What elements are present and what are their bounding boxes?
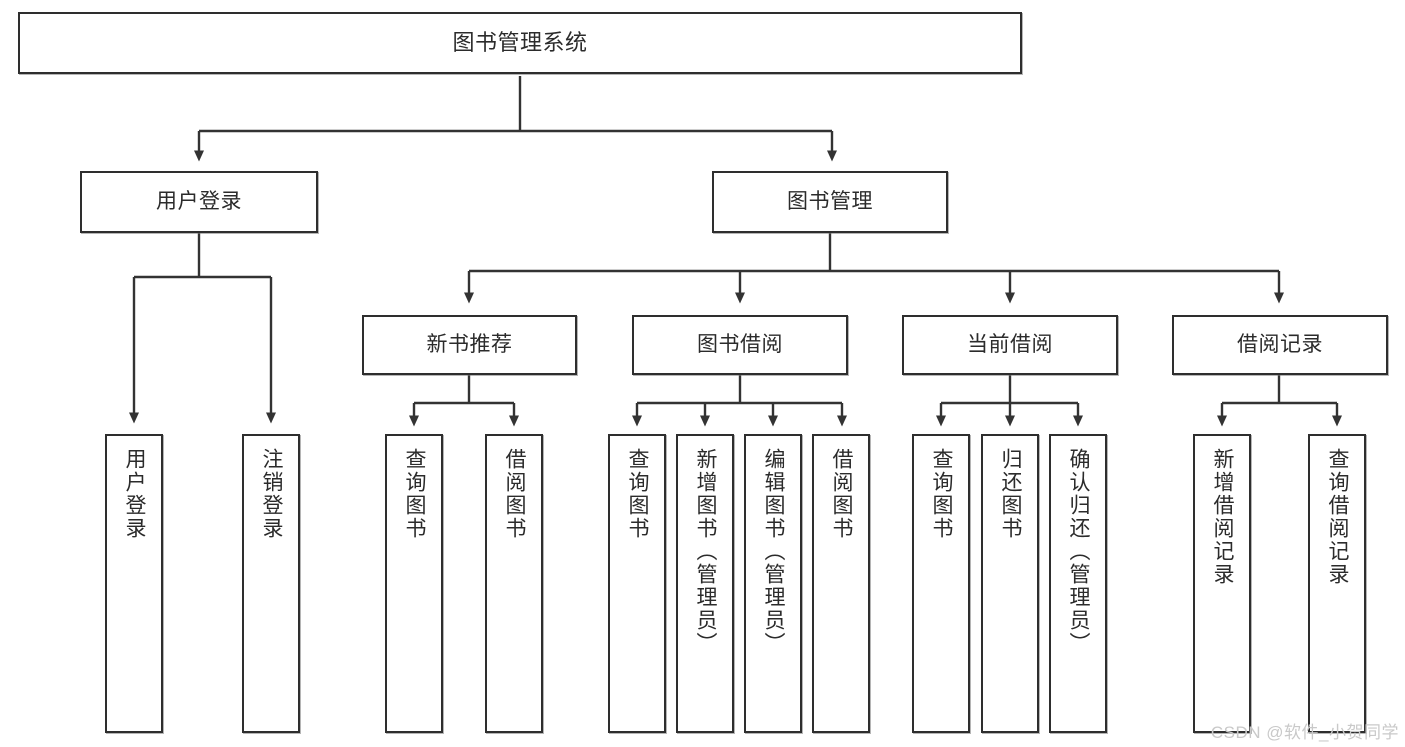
node-leaf-add-borrow-record[interactable]: 新增借阅记录 <box>1193 434 1251 733</box>
node-label: 新增借阅记录 <box>1211 448 1235 586</box>
node-label: 注销登录 <box>260 448 284 540</box>
node-label: 借阅图书 <box>503 448 527 540</box>
node-root-book-management-system[interactable]: 图书管理系统 <box>18 12 1022 74</box>
node-leaf-logout[interactable]: 注销登录 <box>242 434 300 733</box>
node-label: 借阅图书 <box>830 448 854 540</box>
node-label: 查询借阅记录 <box>1326 448 1350 586</box>
node-leaf-return-book[interactable]: 归还图书 <box>981 434 1039 733</box>
csdn-watermark: CSDN @软件_小贺同学 <box>1210 723 1399 742</box>
node-leaf-borrow-book[interactable]: 借阅图书 <box>812 434 870 733</box>
node-label: 图书管理 <box>787 189 873 213</box>
node-leaf-query-borrow-record[interactable]: 查询借阅记录 <box>1308 434 1366 733</box>
node-label: 新增图书（管理员） <box>694 448 718 655</box>
node-new-book-recommend[interactable]: 新书推荐 <box>362 315 577 375</box>
node-label: 图书借阅 <box>697 332 783 356</box>
node-leaf-add-book-admin[interactable]: 新增图书（管理员） <box>676 434 734 733</box>
node-leaf-edit-book-admin[interactable]: 编辑图书（管理员） <box>744 434 802 733</box>
node-label: 用户登录 <box>156 189 242 213</box>
node-label: 查询图书 <box>930 448 954 540</box>
node-label: 编辑图书（管理员） <box>762 448 786 655</box>
node-leaf-query-book-current[interactable]: 查询图书 <box>912 434 970 733</box>
node-leaf-query-book-borrow[interactable]: 查询图书 <box>608 434 666 733</box>
node-label: 新书推荐 <box>426 332 513 356</box>
node-leaf-confirm-return-admin[interactable]: 确认归还（管理员） <box>1049 434 1107 733</box>
node-label: 当前借阅 <box>967 332 1053 356</box>
node-label: 用户登录 <box>123 448 147 540</box>
node-book-borrow[interactable]: 图书借阅 <box>632 315 848 375</box>
node-leaf-user-login[interactable]: 用户登录 <box>105 434 163 733</box>
node-label: 借阅记录 <box>1237 332 1323 356</box>
node-book-management[interactable]: 图书管理 <box>712 171 948 233</box>
node-leaf-query-book-recommend[interactable]: 查询图书 <box>385 434 443 733</box>
node-borrow-record[interactable]: 借阅记录 <box>1172 315 1388 375</box>
node-user-login[interactable]: 用户登录 <box>80 171 318 233</box>
node-label: 确认归还（管理员） <box>1067 448 1091 655</box>
node-label: 归还图书 <box>999 448 1023 540</box>
node-label: 查询图书 <box>403 448 427 540</box>
node-leaf-borrow-book-recommend[interactable]: 借阅图书 <box>485 434 543 733</box>
node-current-borrow[interactable]: 当前借阅 <box>902 315 1118 375</box>
node-label: 查询图书 <box>626 448 650 540</box>
node-label: 图书管理系统 <box>452 30 588 56</box>
